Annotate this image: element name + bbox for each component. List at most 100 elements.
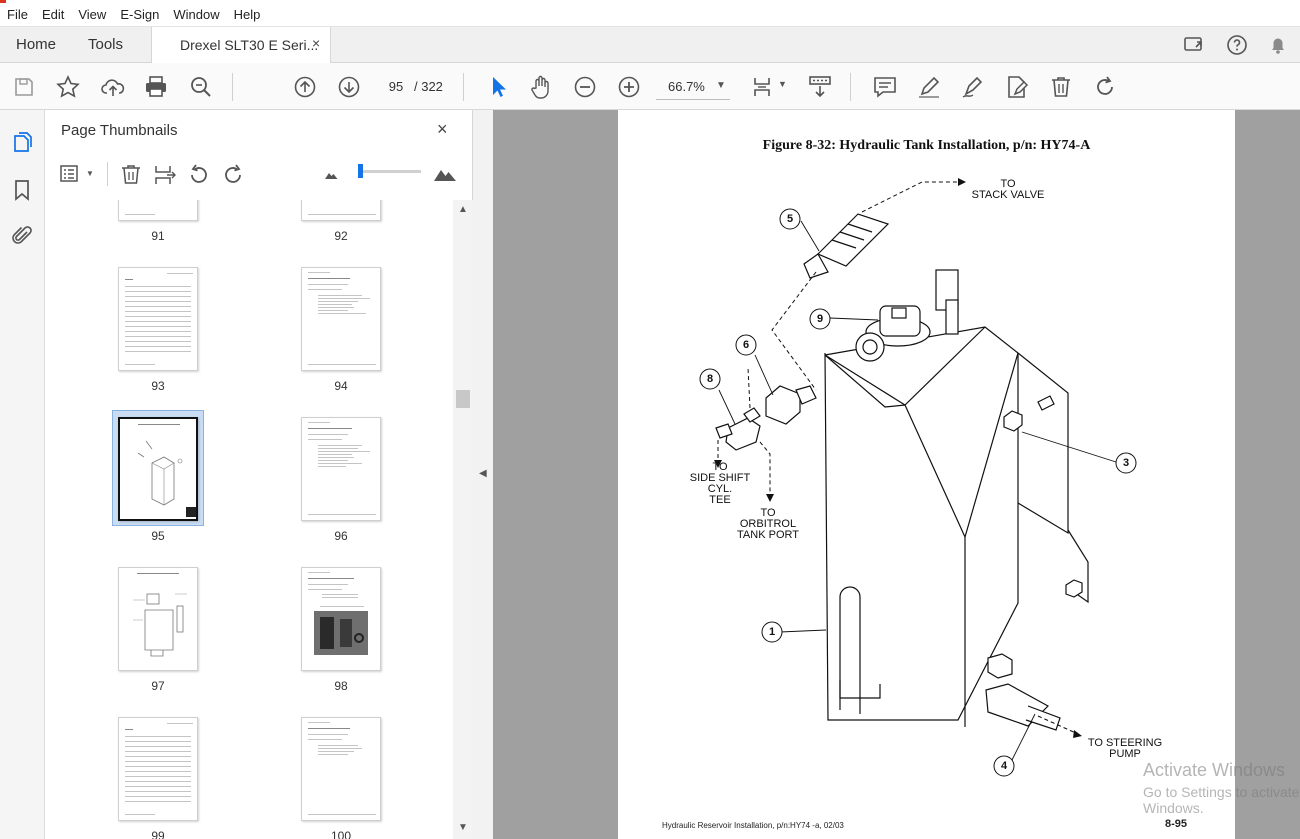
thumbnail-figure-preview [133, 593, 187, 657]
page-thumbnails-icon[interactable] [10, 130, 34, 154]
rotate-counterclockwise-icon[interactable] [187, 162, 211, 186]
comment-icon[interactable] [872, 74, 898, 100]
zoom-in-icon[interactable] [616, 74, 642, 100]
thumbnail-scrollbar[interactable]: ▲ ▼ [453, 200, 473, 839]
page-thumbnail-99[interactable] [118, 717, 198, 821]
document-viewport[interactable]: Figure 8-32: Hydraulic Tank Installation… [493, 110, 1300, 839]
upload-cloud-icon[interactable] [100, 74, 126, 100]
help-icon[interactable] [1225, 33, 1249, 57]
page-number-input[interactable] [383, 75, 409, 97]
page-total-label: / 322 [414, 79, 443, 94]
menu-window[interactable]: Window [173, 7, 220, 22]
insert-page-icon[interactable] [153, 162, 177, 186]
pdf-page: Figure 8-32: Hydraulic Tank Installation… [618, 110, 1235, 839]
callout-6: 6 [742, 339, 750, 351]
page-fit-icon[interactable] [752, 74, 778, 100]
thumbnail-page-number: 94 [334, 379, 348, 393]
delete-trash-icon[interactable] [1048, 74, 1074, 100]
menu-file[interactable]: File [7, 7, 28, 22]
chevron-down-icon[interactable]: ▼ [778, 79, 787, 89]
menu-help[interactable]: Help [233, 7, 261, 22]
tab-document-label: Drexel SLT30 E Seri... [180, 37, 319, 53]
share-screen-icon[interactable] [1182, 33, 1206, 57]
callout-8: 8 [706, 373, 714, 385]
rotate-clockwise-icon[interactable] [1092, 74, 1118, 100]
callout-3: 3 [1122, 457, 1130, 469]
select-cursor-icon[interactable] [485, 74, 511, 100]
page-thumbnail-98[interactable] [301, 567, 381, 671]
chevron-down-icon[interactable]: ▼ [86, 169, 94, 178]
panel-title: Page Thumbnails [61, 122, 178, 139]
menu-edit[interactable]: Edit [41, 7, 65, 22]
thumbnail-page-number: 97 [151, 679, 165, 693]
label-steering-pump: PUMP [1109, 748, 1141, 760]
page-footer-left: Hydraulic Reservoir Installation, p/n:HY… [662, 821, 844, 830]
edit-pdf-icon[interactable] [1004, 74, 1030, 100]
tab-home[interactable]: Home [16, 36, 57, 53]
draw-pen-icon[interactable] [960, 74, 986, 100]
collapse-panel-icon[interactable]: ◀ [479, 468, 487, 479]
label-side-shift: SIDE SHIFT [689, 472, 751, 484]
main-toolbar: / 322 66.7% ▼ ▼ [0, 63, 1300, 110]
next-page-icon[interactable] [336, 74, 362, 100]
menu-esign[interactable]: E-Sign [120, 7, 160, 22]
close-panel-icon[interactable]: × [437, 119, 448, 139]
hand-tool-icon[interactable] [528, 74, 554, 100]
close-tab-icon[interactable]: × [312, 35, 321, 51]
attachments-paperclip-icon[interactable] [10, 224, 34, 248]
highlight-pen-icon[interactable] [916, 74, 942, 100]
page-thumbnail-95-selected[interactable] [118, 417, 198, 521]
chevron-down-icon: ▼ [716, 80, 726, 91]
thumbnail-size-slider[interactable] [361, 170, 421, 173]
thumbnail-page-number: 93 [151, 379, 165, 393]
thumbnail-page-number: 99 [151, 829, 165, 839]
rotate-clockwise-icon[interactable] [221, 162, 245, 186]
bookmark-star-icon[interactable] [55, 74, 81, 100]
thumbnail-page-number: 95 [151, 529, 165, 543]
thumbnail-page-number: 98 [334, 679, 348, 693]
page-thumbnail-91[interactable] [118, 200, 198, 221]
panel-splitter[interactable]: ◀ [473, 110, 493, 839]
label-orbitrol-to: TO [760, 507, 776, 519]
scroll-up-icon[interactable]: ▲ [458, 204, 468, 215]
page-thumbnail-100[interactable] [301, 717, 381, 821]
delete-page-icon[interactable] [119, 162, 143, 186]
previous-page-icon[interactable] [292, 74, 318, 100]
thumbnail-size-slider-knob[interactable] [358, 164, 363, 178]
thumbnail-page-number: 91 [151, 229, 165, 243]
thumbnail-toolbar: ▼ [45, 154, 473, 194]
bookmarks-icon[interactable] [10, 178, 34, 202]
scroll-down-icon[interactable]: ▼ [458, 822, 468, 833]
thumbnail-page-number: 96 [334, 529, 348, 543]
thumbnail-page-number: 92 [334, 229, 348, 243]
tab-tools[interactable]: Tools [88, 36, 124, 53]
thumbnail-options-icon[interactable] [59, 162, 83, 186]
page-thumbnail-93[interactable] [118, 267, 198, 371]
small-thumbnail-mountain-icon[interactable] [320, 162, 344, 186]
label-orbitrol: ORBITROL [739, 518, 797, 530]
save-icon[interactable] [11, 74, 37, 100]
tab-document[interactable]: Drexel SLT30 E Seri... × [151, 27, 331, 63]
page-thumbnail-96[interactable] [301, 417, 381, 521]
page-thumbnail-94[interactable] [301, 267, 381, 371]
tab-bar: Home Tools Drexel SLT30 E Seri... × [0, 27, 1300, 63]
page-thumbnail-92[interactable] [301, 200, 381, 221]
zoom-level-dropdown[interactable]: 66.7% ▼ [656, 74, 730, 100]
scrollbar-thumb[interactable] [456, 390, 470, 408]
thumbnail-photo-preview [314, 611, 368, 655]
zoom-out-icon[interactable] [572, 74, 598, 100]
menu-view[interactable]: View [78, 7, 107, 22]
callout-9: 9 [816, 313, 824, 325]
scroll-mode-icon[interactable] [807, 74, 833, 100]
large-thumbnail-mountain-icon[interactable] [433, 162, 457, 186]
toolbar-divider [107, 162, 108, 186]
page-thumbnails-panel: Page Thumbnails × ▼ [45, 110, 473, 839]
toolbar-divider [850, 73, 851, 101]
notifications-bell-icon[interactable] [1266, 33, 1290, 57]
print-icon[interactable] [143, 74, 169, 100]
label-stack-valve-to: TO [1000, 178, 1016, 190]
zoom-search-icon[interactable] [188, 74, 214, 100]
page-thumbnail-97[interactable] [118, 567, 198, 671]
label-side-shift-tee: TEE [709, 494, 731, 506]
activate-windows-watermark: Activate Windows [1143, 760, 1286, 780]
